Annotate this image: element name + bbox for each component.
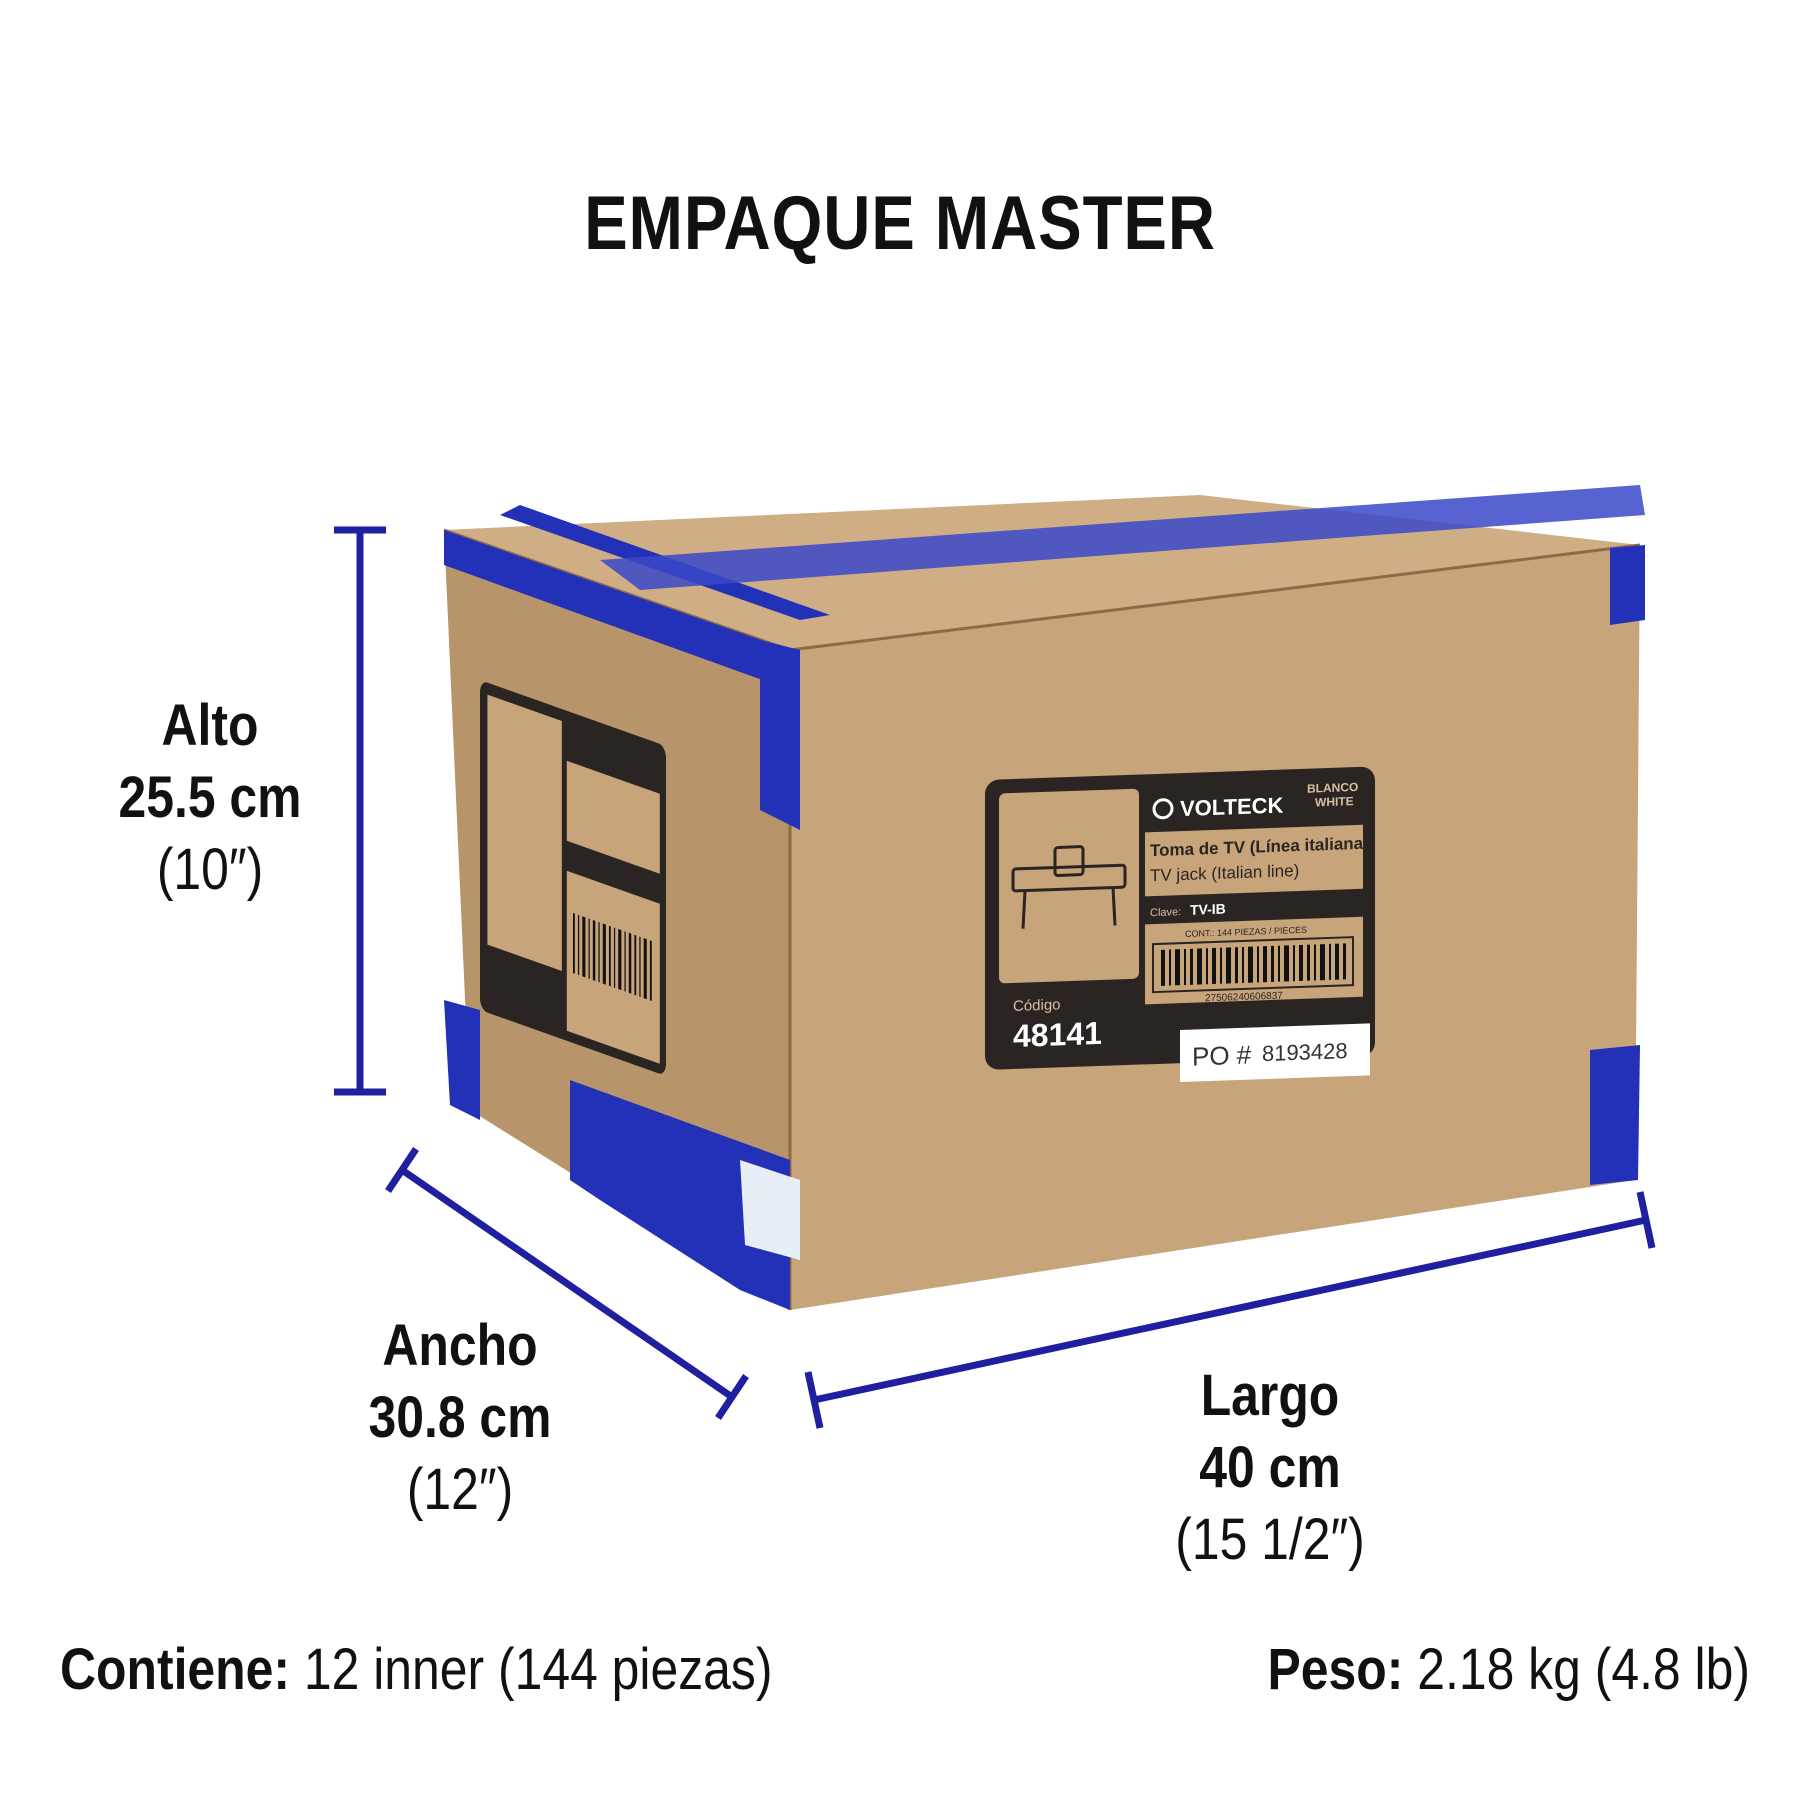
measure-alto	[334, 526, 386, 1096]
measure-largo	[804, 1191, 1656, 1429]
side-label	[480, 682, 667, 1074]
contents-label: Contiene:	[60, 1637, 290, 1702]
largo-name: Largo	[1200, 1363, 1340, 1428]
front-label-barcode-number: 27506240606837	[1205, 991, 1283, 1005]
contents-value: 12 inner (144 piezas)	[303, 1637, 773, 1702]
front-label: Código 48141 VOLTECK BLANCO WHITE Toma d…	[985, 766, 1375, 1070]
front-label-clave-value: TV-IB	[1190, 901, 1226, 918]
volteck-logo-icon	[1152, 798, 1174, 820]
contents-info: Contiene: 12 inner (144 piezas)	[60, 1636, 772, 1703]
front-barcode	[1161, 943, 1346, 986]
front-label-brand: VOLTECK	[1180, 793, 1284, 822]
tape-bottom-left	[444, 1000, 480, 1120]
front-label-codigo-label: Código	[1013, 996, 1061, 1015]
po-value: 8193428	[1262, 1038, 1348, 1066]
tape-corner-right	[1610, 545, 1645, 625]
weight-info: Peso: 2.18 kg (4.8 lb)	[1268, 1636, 1750, 1703]
front-label-codigo-value: 48141	[1013, 1015, 1102, 1054]
alto-imperial: (10″)	[156, 837, 264, 902]
ancho-imperial: (12″)	[406, 1457, 514, 1522]
alto-name: Alto	[161, 693, 259, 758]
largo-metric: 40 cm	[1199, 1435, 1341, 1500]
tv-jack-icon	[1011, 845, 1127, 929]
ancho-metric: 30.8 cm	[368, 1385, 552, 1450]
front-label-color: BLANCO	[1307, 780, 1358, 796]
alto-label: Alto 25.5 cm (10″)	[107, 690, 313, 906]
alto-metric: 25.5 cm	[118, 765, 302, 830]
side-barcode	[573, 912, 652, 1001]
measure-ancho	[385, 1147, 749, 1420]
largo-label: Largo 40 cm (15 1/2″)	[1158, 1360, 1382, 1576]
po-label: PO #	[1192, 1039, 1252, 1071]
ancho-name: Ancho	[382, 1313, 538, 1378]
po-sticker: PO # 8193428	[1180, 1023, 1370, 1082]
weight-label: Peso:	[1267, 1637, 1404, 1702]
front-label-clave-label: Clave:	[1150, 906, 1181, 919]
tape-top-edge	[444, 530, 790, 690]
page-title: EMPAQUE MASTER	[584, 181, 1216, 266]
weight-value: 2.18 kg (4.8 lb)	[1417, 1637, 1750, 1702]
front-label-color-en: WHITE	[1315, 794, 1354, 809]
largo-imperial: (15 1/2″)	[1175, 1507, 1365, 1572]
front-label-contents: CONT.: 144 PIEZAS / PIECES	[1185, 925, 1307, 939]
ancho-label: Ancho 30.8 cm (12″)	[348, 1310, 572, 1526]
